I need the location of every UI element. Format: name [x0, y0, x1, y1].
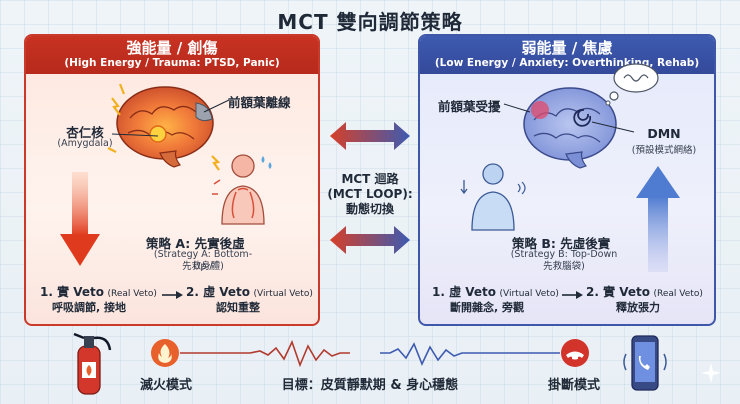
extinguish-mode-label: 滅火模式	[139, 378, 192, 393]
right-step1-tag: (Virtual Veto)	[499, 289, 559, 299]
right-step1-title: 1. 虛 Veto	[432, 285, 497, 299]
stressed-person-icon	[212, 154, 272, 225]
amygdala-pointer-line	[111, 133, 159, 137]
dmn-label: DMN	[647, 126, 681, 141]
sparkle-icon	[701, 363, 721, 383]
right-step1-desc: 斷開雜念, 旁觀	[450, 301, 525, 314]
high-energy-header: 強能量 / 創傷 (High Energy / Trauma: PTSD, Pa…	[26, 36, 318, 74]
smartphone-icon	[623, 335, 667, 391]
switch-arrow-bottom-icon	[330, 226, 410, 254]
thought-bubble-icon	[605, 63, 659, 106]
bottom-up-arrow-icon	[60, 172, 100, 266]
left-step2: 2. 虛 Veto (Virtual Veto) 認知重整	[186, 285, 318, 315]
calm-waveform-icon	[180, 339, 560, 368]
left-step2-tag: (Virtual Veto)	[253, 289, 313, 299]
goal-label: 目標：皮質靜默期 & 身心穩態	[281, 378, 459, 393]
left-step-arrow-icon	[162, 291, 183, 299]
prefrontal-disturbed-label: 前額葉受擾	[438, 99, 501, 114]
right-step1: 1. 虛 Veto (Virtual Veto) 斷開雜念, 旁觀	[432, 285, 562, 315]
right-step2: 2. 實 Veto (Real Veto) 釋放張力	[586, 285, 716, 315]
high-energy-title: 強能量 / 創傷	[126, 39, 218, 57]
low-energy-title: 弱能量 / 焦慮	[521, 39, 613, 57]
mct-loop-title: MCT 迴路	[341, 172, 399, 186]
left-step1-tag: (Real Veto)	[107, 289, 157, 299]
left-step1: 1. 實 Veto (Real Veto) 呼吸調節, 接地	[40, 285, 162, 315]
mct-loop-label: MCT 迴路 (MCT LOOP): 動態切換	[320, 172, 420, 217]
right-step-arrow-icon	[562, 291, 583, 299]
anxious-brain-icon	[523, 87, 617, 169]
hang-up-icon	[561, 339, 589, 367]
low-energy-subtitle: (Low Energy / Anxiety: Overthinking, Reh…	[434, 57, 700, 69]
right-step2-tag: (Real Veto)	[653, 289, 703, 299]
strategy-a-sub1: (Strategy A: Bottom-Up /	[153, 249, 253, 272]
hang-up-mode-label: 掛斷模式	[547, 378, 600, 393]
switch-arrow-top-icon	[330, 122, 410, 150]
dmn-sub-label: (預設模式網絡)	[631, 145, 697, 156]
high-energy-panel: 強能量 / 創傷 (High Energy / Trauma: PTSD, Pa…	[24, 34, 320, 326]
mct-loop-desc: 動態切換	[345, 202, 394, 216]
fire-icon	[151, 339, 179, 367]
prefrontal-offline-label: 前額葉離線	[228, 95, 291, 110]
left-step2-desc: 認知重整	[216, 301, 260, 314]
strategy-b-sub1: (Strategy B: Top-Down	[510, 249, 618, 260]
prefrontal-pointer-line	[203, 99, 230, 113]
amygdala-sub-label: (Amygdala)	[57, 138, 113, 149]
prefrontal-disturbed-pointer-line	[503, 103, 531, 113]
high-energy-subtitle: (High Energy / Trauma: PTSD, Panic)	[64, 57, 280, 69]
low-energy-header: 弱能量 / 焦慮 (Low Energy / Anxiety: Overthin…	[420, 36, 714, 74]
dmn-pointer-line	[591, 121, 635, 133]
left-step2-title: 2. 虛 Veto	[186, 285, 251, 299]
strategy-a-title: 策略 A: 先實後虛	[146, 236, 245, 251]
strategy-a-sub2: 先救身體)	[182, 261, 224, 272]
strategy-b-title: 策略 B: 先虛後實	[512, 236, 611, 251]
overheated-brain-icon	[107, 83, 221, 171]
amygdala-label: 杏仁核	[66, 125, 104, 140]
page-title: MCT 雙向調節策略	[277, 10, 463, 34]
fire-extinguisher-icon	[73, 332, 112, 395]
top-down-arrow-icon	[636, 166, 680, 272]
right-step2-desc: 釋放張力	[616, 301, 660, 314]
mct-loop-sub: (MCT LOOP):	[327, 187, 413, 201]
anxious-person-icon	[460, 163, 526, 231]
right-step2-title: 2. 實 Veto	[586, 285, 651, 299]
left-step1-title: 1. 實 Veto	[40, 285, 105, 299]
strategy-b-sub2: 先救腦袋)	[543, 261, 585, 272]
left-step1-desc: 呼吸調節, 接地	[52, 301, 127, 314]
